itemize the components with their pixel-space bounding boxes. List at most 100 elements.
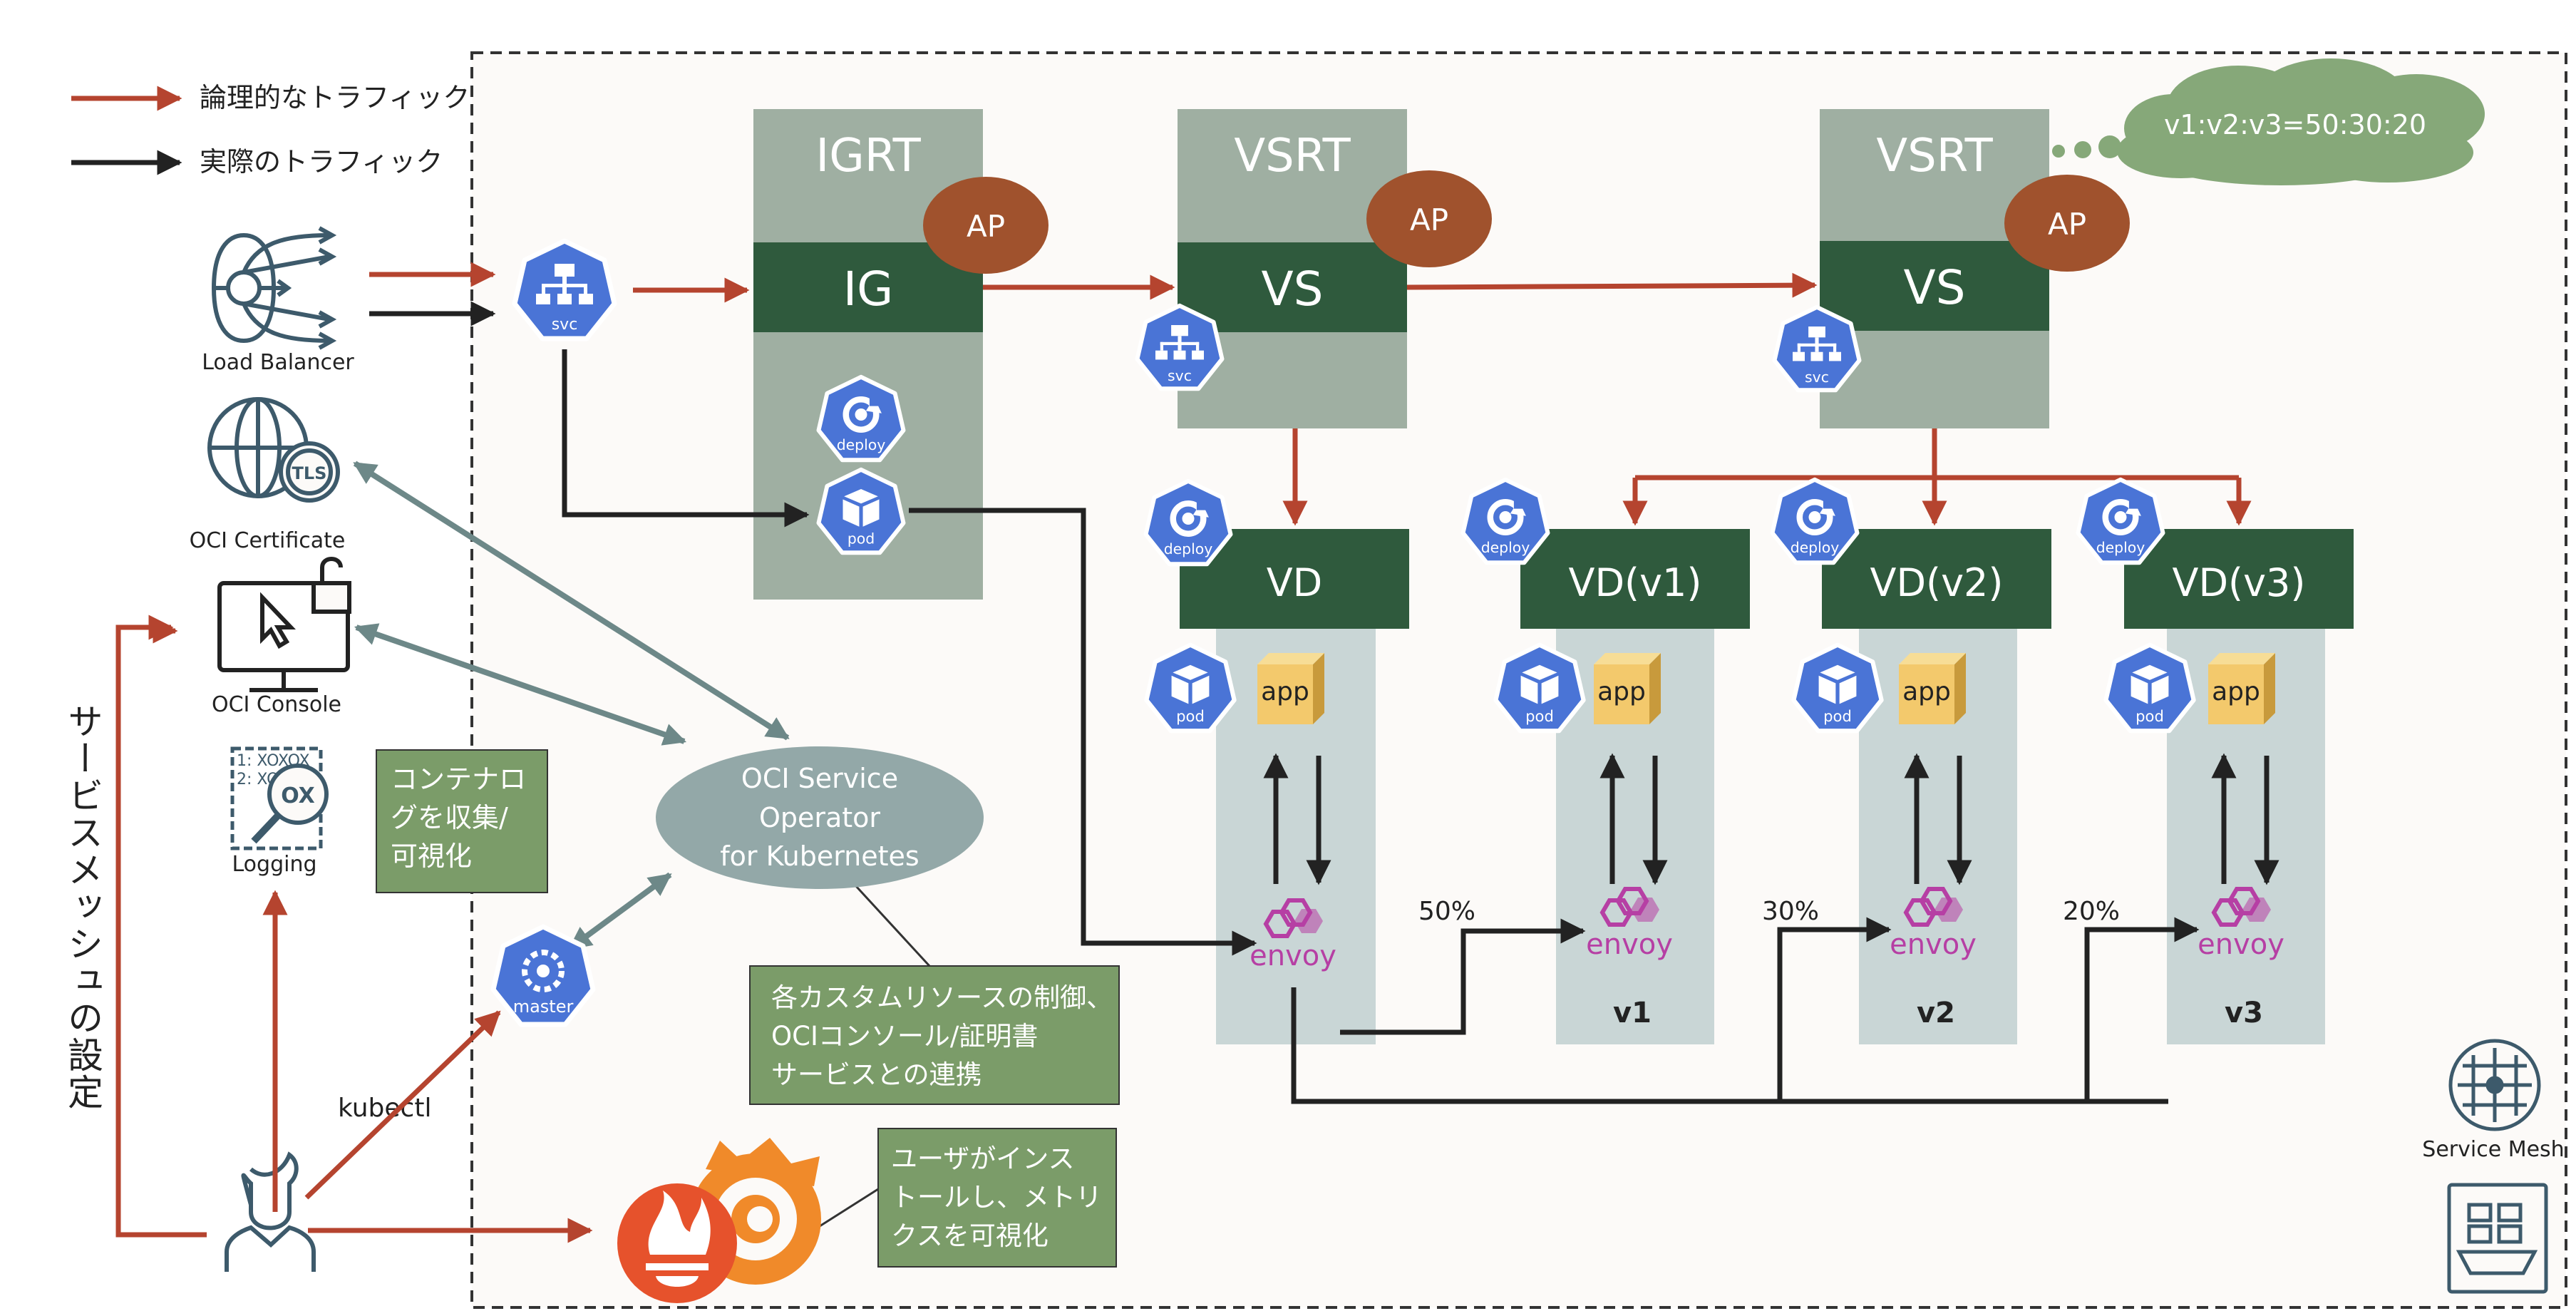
workload-column-v1 (1556, 570, 1714, 1044)
deploy-label-v1: deploy (1481, 539, 1530, 556)
load-balancer-label: Load Balancer (202, 350, 354, 375)
svc-icon-vs-2: svc (1775, 307, 1860, 390)
pod-icon-vd: pod (1146, 645, 1234, 731)
vs-resource-2 (1820, 241, 2049, 331)
envoy-label-v1: envoy (1586, 928, 1673, 961)
vd-v1-resource (1520, 529, 1750, 629)
app-cube-v2: app (1899, 653, 1966, 724)
note-control-line-1: 各カスタムリソースの制御、 (771, 982, 1113, 1013)
note-log-collect-line-2: グを収集/ (391, 802, 508, 833)
master-icon: master (493, 927, 593, 1024)
pod-label-igrt: pod (847, 530, 875, 548)
app-cube-v3: app (2208, 653, 2275, 724)
deploy-icon-igrt: deploy (819, 377, 904, 460)
svc-icon-entry: svc (515, 241, 614, 339)
igrt-title: IGRT (815, 130, 921, 183)
pod-icon-v3: pod (2106, 645, 2193, 731)
version-label-v1: v1 (1613, 997, 1652, 1029)
deploy-label-v3: deploy (2096, 539, 2145, 556)
oci-console-label: OCI Console (212, 692, 341, 717)
ap-badge-igrt (923, 177, 1049, 274)
deploy-icon-v3: deploy (2078, 480, 2163, 562)
note-control-line-2: OCIコンソール/証明書 (771, 1021, 1038, 1052)
legend-actual-label: 実際のトラフィック (200, 146, 443, 178)
note-control: 各カスタムリソースの制御、 OCIコンソール/証明書 サービスとの連携 (749, 965, 1120, 1105)
envoy-icon-v1: envoy (1586, 889, 1673, 961)
envoy-icon-v3: envoy (2198, 889, 2284, 961)
ig-label: IG (843, 262, 894, 317)
prometheus-icon (617, 1183, 737, 1303)
envoy-label-v2: envoy (1890, 928, 1977, 961)
envoy-label-v3: envoy (2198, 928, 2284, 961)
note-control-line-3: サービスとの連携 (771, 1059, 982, 1090)
vd-v3-label: VD(v3) (2173, 560, 2306, 605)
deploy-label-igrt: deploy (837, 436, 886, 453)
kubectl-label: kubectl (338, 1094, 431, 1123)
app-cube-v1: app (1594, 653, 1661, 724)
vd-v2-resource (1822, 529, 2051, 629)
legend-logical-label: 論理的なトラフィック (200, 82, 470, 113)
ap-label-vsrt-1: AP (1410, 202, 1448, 237)
svc-label-vs-1: svc (1168, 367, 1192, 384)
envoy-icon-vd: envoy (1250, 900, 1336, 972)
oci-certificate-icon (207, 397, 340, 503)
note-metrics-line-3: クスを可視化 (891, 1220, 1049, 1251)
service-mesh-label: Service Mesh (2422, 1137, 2564, 1162)
deploy-label-vd: deploy (1164, 540, 1213, 557)
service-mesh-settings-label: サービスメッシュの設定 (62, 703, 103, 1111)
version-label-v2: v2 (1917, 997, 1955, 1029)
pod-icon-igrt: pod (819, 470, 904, 552)
ap-badge-vsrt-1 (1366, 170, 1492, 267)
master-label: master (513, 997, 574, 1017)
pod-icon-v1: pod (1495, 645, 1583, 731)
workload-column-v3 (2167, 570, 2325, 1044)
logging-glyph-ox: OX (281, 783, 315, 808)
operator-line-2: Operator (759, 802, 880, 833)
pod-label-vd: pod (1176, 707, 1205, 725)
vd-v2-label: VD(v2) (1870, 560, 2004, 605)
deploy-icon-v1: deploy (1463, 480, 1548, 562)
note-metrics-line-1: ユーザがインス (891, 1143, 1075, 1174)
app-label-v1: app (1597, 677, 1646, 706)
operator-line-1: OCI Service (741, 763, 898, 794)
envoy-label-vd: envoy (1250, 940, 1336, 972)
service-mesh-icon (2448, 1039, 2541, 1131)
ap-label-vsrt-2: AP (2048, 207, 2086, 242)
vs-resource-1 (1178, 242, 1407, 332)
legend: 論理的なトラフィック 実際のトラフィック (71, 82, 470, 178)
pod-label-v2: pod (1823, 707, 1852, 725)
app-label-vd: app (1261, 677, 1309, 706)
logical-traffic-arrows (115, 262, 2252, 1243)
deploy-icon-vd: deploy (1146, 481, 1231, 564)
cloud-ratio-text: v1:v2:v3=50:30:20 (2164, 109, 2426, 140)
user-icon (225, 1151, 316, 1272)
vd-v1-label: VD(v1) (1569, 560, 1702, 605)
svc-label-vs-2: svc (1805, 369, 1829, 386)
oci-service-operator (656, 746, 984, 889)
split-label-v3: 20% (2063, 897, 2120, 926)
vs-label-1: VS (1261, 262, 1323, 317)
vsrt-title-2: VSRT (1876, 130, 1993, 183)
logging-icon: 1: XOXOX 2: XO OX (230, 746, 329, 850)
oci-console-icon (217, 557, 351, 692)
vs-label-2: VS (1903, 260, 1965, 315)
ratio-cloud: v1:v2:v3=50:30:20 (2052, 58, 2485, 185)
vsrt-title-1: VSRT (1234, 130, 1351, 183)
note-log-collect-line-1: コンテナロ (391, 764, 526, 795)
svc-icon-vs-1: svc (1138, 306, 1222, 389)
workload-column-vd (1216, 570, 1376, 1044)
pod-label-v3: pod (2135, 707, 2164, 725)
app-label-v2: app (1902, 677, 1951, 706)
ap-label-igrt: AP (967, 209, 1005, 244)
vd-v3-resource (2124, 529, 2354, 629)
container-instance-icon (2447, 1183, 2548, 1294)
vd-label: VD (1267, 560, 1323, 605)
actual-traffic-arrows (369, 301, 2279, 1104)
note-log-collect-line-3: 可視化 (391, 841, 472, 872)
note-metrics: ユーザがインス トールし、メトリ クスを可視化 (877, 1128, 1117, 1268)
envoy-icon-v2: envoy (1890, 889, 1977, 961)
tls-label: TLS (292, 463, 327, 483)
pod-label-v1: pod (1525, 707, 1554, 725)
deploy-label-v2: deploy (1791, 539, 1840, 556)
